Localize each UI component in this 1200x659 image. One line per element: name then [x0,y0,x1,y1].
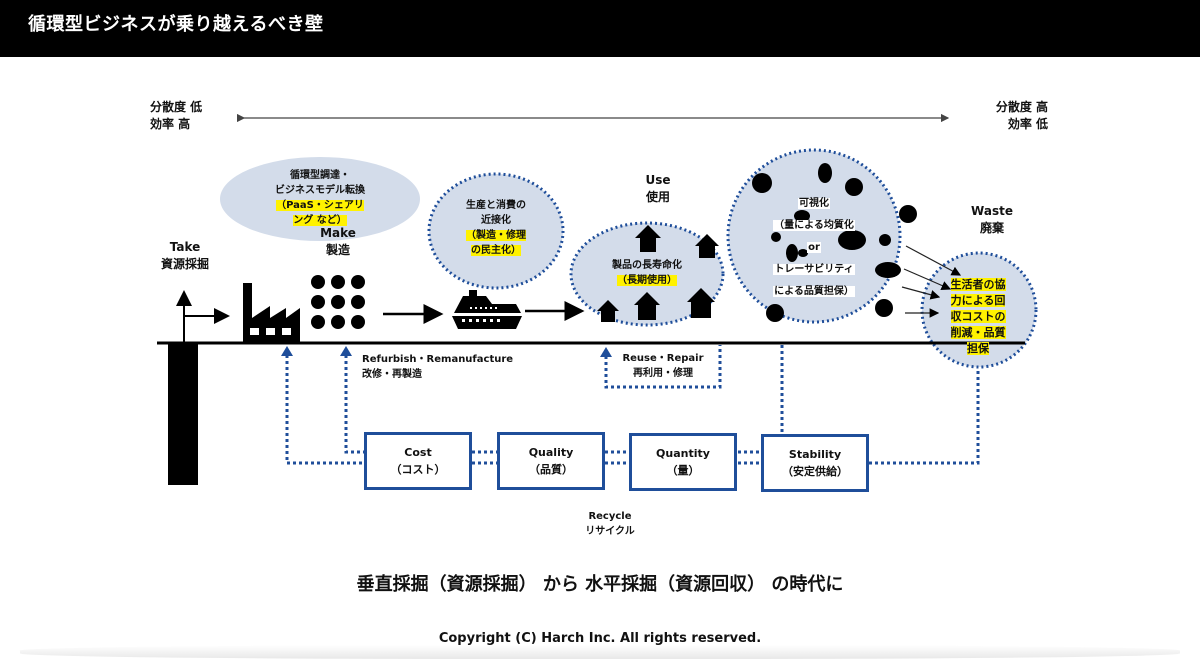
products-icon [311,275,365,329]
axis-right-line1: 分散度 高 [995,100,1048,114]
stage-make-en: Make [320,226,356,240]
bubble-visibility-text: 可視化 （量による均質化 or トレーサビリティ による品質担保） [759,193,869,303]
highlight-text: ング など） [293,215,347,226]
stage-use-ja: 使用 [645,190,670,204]
text-line: 近接化 [481,215,511,226]
highlight-text: （製造・修理 [466,230,526,241]
axis-left-line1: 分散度 低 [150,100,203,114]
axis-right-line2: 効率 低 [1007,117,1048,131]
highlight-text: 力による回 [950,294,1006,307]
highlight-text: の民主化） [471,245,521,256]
text-line: ビジネスモデル転換 [275,185,365,196]
text-line: 生産と消費の [466,200,526,211]
bubble-longevity [569,221,725,327]
stage-take-en: Take [169,240,201,254]
copyright: Copyright (C) Harch Inc. All rights rese… [438,631,762,646]
barrier-box-cost: Cost （コスト） [364,432,472,490]
highlight-text: 担保 [967,342,989,355]
recycle-label: Recycle リサイクル [570,509,650,539]
stage-take: Take 資源採掘 [148,239,222,273]
bubble-collection-text: 生活者の協 力による回 収コストの 削減・品質 担保 [945,277,1011,357]
axis-right-label: 分散度 高 効率 低 [978,99,1048,133]
bubble-procurement-text: 循環型調達・ ビジネスモデル転換 （PaaS・シェアリ ング など） [250,168,390,228]
barrier-box-quantity: Quantity （量） [629,433,737,491]
barrier-en: Quantity [656,447,710,460]
house-icons [597,225,719,322]
reuse-en: Reuse・Repair [622,353,704,364]
page-title: 循環型ビジネスが乗り越えるべき壁 [28,14,324,35]
stage-use-en: Use [645,173,671,187]
material-blobs [752,163,917,322]
recycle-en: Recycle [588,511,632,522]
highlight-text: （PaaS・シェアリ [276,200,364,211]
stage-waste: Waste 廃棄 [962,203,1022,237]
barrier-box-quality: Quality （品質） [497,432,605,490]
barrier-ja: （コスト） [390,463,446,476]
stage-make-ja: 製造 [325,243,350,257]
mine-shaft [168,343,198,485]
highlight-text: 削減・品質 [950,326,1006,339]
stage-waste-en: Waste [971,204,1013,218]
reuse-ja: 再利用・修理 [633,368,693,379]
refurbish-label: Refurbish・Remanufacture 改修・再製造 [362,352,513,382]
text-line: トレーサビリティ [773,264,855,275]
text-line: 循環型調達・ [290,170,350,181]
bubble-proximity-text: 生産と消費の 近接化 （製造・修理 の民主化） [446,198,546,258]
stage-make: Make 製造 [308,225,368,259]
stage-take-ja: 資源採掘 [160,257,209,271]
barrier-en: Quality [528,446,574,459]
barrier-en: Stability [788,448,842,461]
reuse-label: Reuse・Repair 再利用・修理 [618,351,708,381]
highlight-text: 収コストの [950,310,1006,323]
axis-left-line2: 効率 高 [150,117,191,131]
highlight-text: 生活者の協 [950,278,1006,291]
barrier-ja: （量） [666,464,700,477]
ship-icon [452,290,522,329]
barrier-ja: （品質） [529,463,573,476]
text-line: or [807,242,821,253]
refurbish-en: Refurbish・Remanufacture [362,354,514,365]
barrier-en: Cost [404,446,432,459]
bubble-procurement [220,157,420,241]
bubble-longevity-text: 製品の長寿命化 （長期使用） [597,258,697,288]
factory-icon [243,283,300,343]
axis-left-label: 分散度 低 効率 高 [150,99,202,133]
refurbish-ja: 改修・再製造 [362,369,422,380]
barrier-ja: （安定供給） [782,465,848,478]
recycle-loops [285,345,980,465]
stage-use: Use 使用 [628,172,688,206]
barrier-box-stability: Stability （安定供給） [761,434,869,492]
recycle-ja: リサイクル [585,526,635,537]
headline: 垂直採掘（資源採掘） から 水平採掘（資源回収） の時代に [356,574,844,595]
text-line: 製品の長寿命化 [612,260,682,271]
text-line: による品質担保） [773,286,855,297]
highlight-text: （長期使用） [617,275,677,286]
title-bar: 循環型ビジネスが乗り越えるべき壁 [0,0,1200,57]
footer-shadow [20,645,1180,659]
text-line: 可視化 [798,198,830,209]
stage-waste-ja: 廃棄 [979,221,1004,235]
text-line: （量による均質化 [773,220,855,231]
